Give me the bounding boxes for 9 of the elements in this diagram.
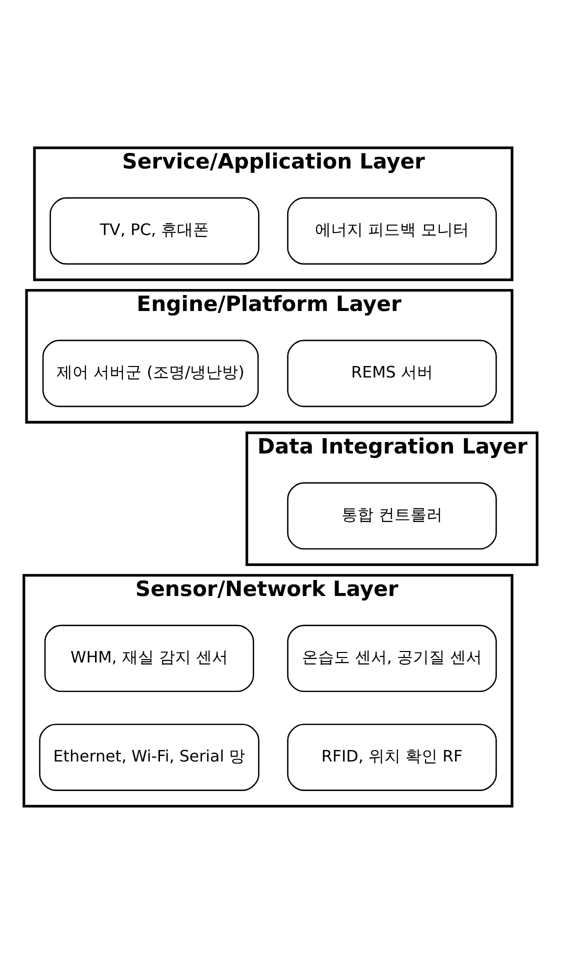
node-box: 온습도 센서, 공기질 센서 xyxy=(287,624,497,692)
node-box: WHM, 재실 감지 센서 xyxy=(44,624,254,692)
node-box: RFID, 위치 확인 RF xyxy=(287,724,497,791)
node-box: 제어 서버군 (조명/냉난방) xyxy=(42,340,259,408)
node-box: 통합 컨트롤러 xyxy=(287,482,497,550)
node-box: REMS 서버 xyxy=(287,340,497,408)
node-box: 에너지 피드백 모니터 xyxy=(287,197,497,265)
node-box: TV, PC, 휴대폰 xyxy=(50,197,260,265)
node-box: Ethernet, Wi-Fi, Serial 망 xyxy=(39,724,260,791)
